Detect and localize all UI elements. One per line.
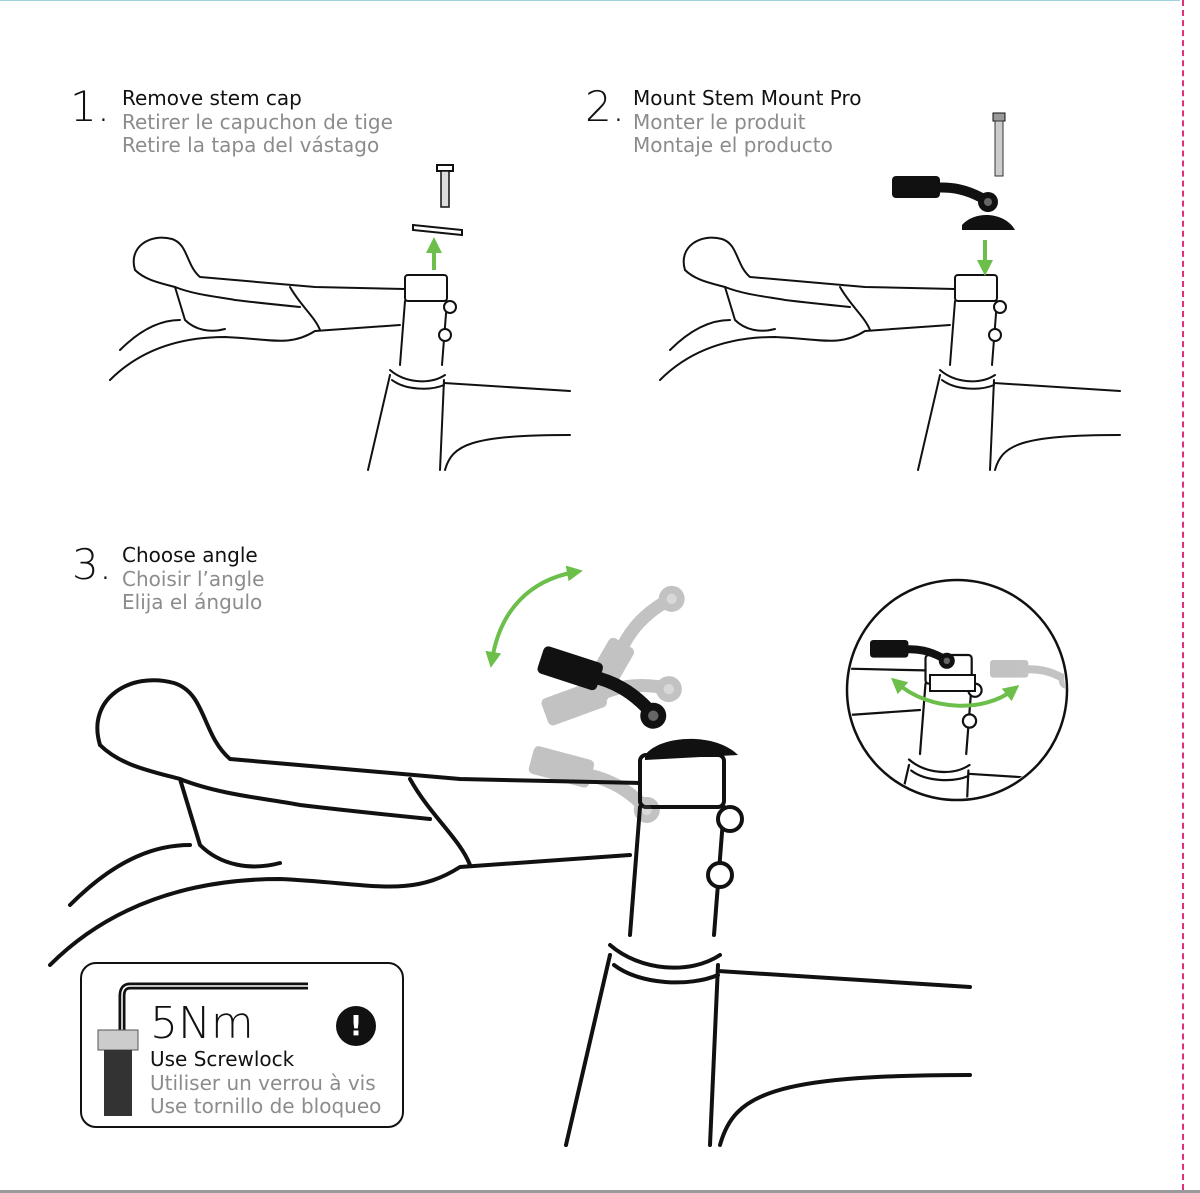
step-title-es: Elija el ángulo — [122, 590, 263, 614]
step1-illustration — [109, 164, 571, 471]
step-title-en: Mount Stem Mount Pro — [633, 86, 862, 110]
step-number: 3. — [72, 540, 113, 589]
swivel-arrow-icon — [890, 677, 1020, 708]
step-title-fr: Choisir l’angle — [122, 566, 265, 591]
bottom-border — [0, 1190, 1200, 1193]
step-title-es: Retire la tapa del vástago — [122, 133, 380, 157]
step-title-fr: Retirer le capuchon de tige — [122, 109, 393, 134]
top-view-inset — [845, 578, 1069, 802]
torque-value: 5Nm — [150, 998, 254, 1049]
note-es: Use tornillo de bloqueo — [150, 1094, 382, 1118]
step-number: 1. — [70, 82, 111, 131]
torque-note: 5Nm ! Use Screwlock Utiliser un verrou à… — [80, 962, 404, 1128]
cut-line — [1182, 0, 1184, 1190]
note-en: Use Screwlock — [150, 1047, 295, 1071]
step-number: 2. — [585, 82, 626, 131]
top-border — [0, 0, 1180, 1]
step-title-fr: Monter le produit — [633, 109, 806, 134]
step2-illustration — [659, 112, 1121, 471]
step-title-es: Montaje el producto — [633, 133, 833, 157]
step-title-en: Choose angle — [122, 543, 258, 567]
note-fr: Utiliser un verrou à vis — [150, 1070, 376, 1095]
step-title-en: Remove stem cap — [122, 86, 302, 110]
hex-key-bolt-icon — [97, 982, 308, 1116]
exclamation-circle-icon: ! — [336, 1006, 376, 1046]
step3-illustration — [48, 565, 1069, 1147]
rotate-arrow-icon — [485, 565, 583, 668]
